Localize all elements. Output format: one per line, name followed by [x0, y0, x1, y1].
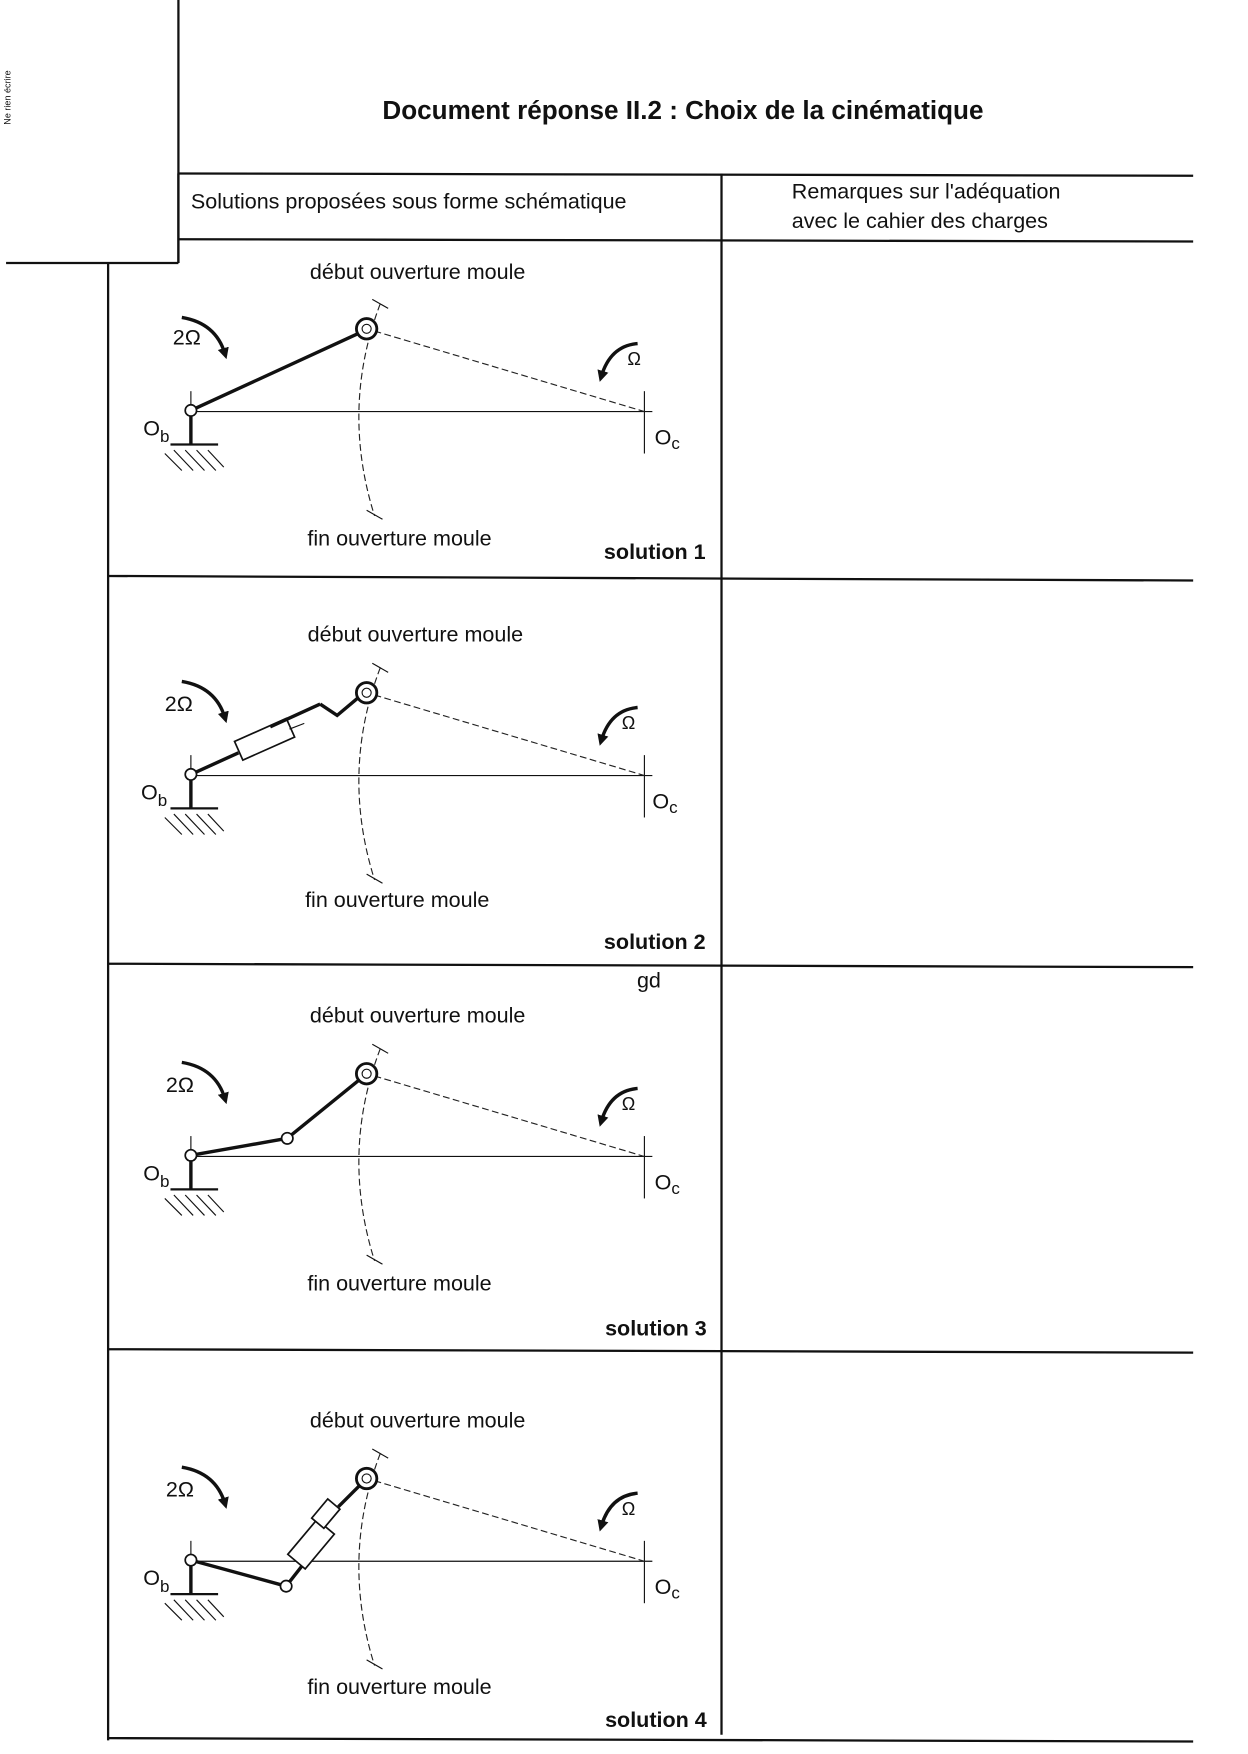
- omega-b-label: 2Ω: [173, 326, 201, 350]
- ob-label: Ob: [141, 780, 167, 810]
- solution-2-diagram: début ouverture moule fin ouverture moul…: [141, 623, 706, 954]
- crank-link: [190, 1136, 288, 1158]
- end-label: fin ouverture moule: [305, 888, 489, 912]
- start-label: début ouverture moule: [310, 1408, 525, 1432]
- oc-label: Oc: [655, 1170, 681, 1198]
- ob-label: Ob: [143, 416, 169, 446]
- oc-label: Oc: [652, 789, 678, 817]
- ob-label: Ob: [143, 1566, 169, 1596]
- omega-b-label: 2Ω: [166, 1073, 194, 1097]
- omega-c-label: Ω: [622, 1094, 636, 1114]
- column-header-solutions: Solutions proposées sous forme schématiq…: [191, 190, 627, 214]
- solution-3-diagram: début ouverture moule fin ouverture moul…: [143, 1004, 707, 1341]
- slider-link: [190, 695, 360, 776]
- remark-cell-solution-1[interactable]: [726, 245, 1191, 574]
- table-grid: [106, 172, 1194, 1743]
- crank-link: [190, 1558, 287, 1588]
- handwritten-annotation: gd: [637, 969, 661, 993]
- column-header-remarks: Remarques sur l'adéquation: [792, 179, 1061, 203]
- remark-cell-solution-3[interactable]: [726, 969, 1191, 1347]
- rod-link: [286, 1078, 361, 1140]
- end-label: fin ouverture moule: [307, 1271, 491, 1295]
- omega-b-label: 2Ω: [166, 1478, 194, 1502]
- omega-c-label: Ω: [627, 349, 641, 369]
- ob-label: Ob: [143, 1161, 169, 1191]
- solution-1-diagram: début ouverture moule fin ouverture moul…: [143, 260, 705, 564]
- column-header-remarks-line2: avec le cahier des charges: [792, 209, 1048, 233]
- end-label: fin ouverture moule: [307, 526, 491, 550]
- start-label: début ouverture moule: [310, 260, 525, 284]
- page-title: Document réponse II.2 : Choix de la ciné…: [382, 95, 983, 125]
- solution-label: solution 2: [604, 930, 706, 954]
- oc-label: Oc: [655, 1575, 681, 1603]
- end-label: fin ouverture moule: [307, 1675, 491, 1699]
- omega-c-label: Ω: [622, 713, 636, 733]
- solution-label: solution 1: [604, 540, 706, 564]
- slider-link: [284, 1484, 362, 1588]
- solution-4-diagram: début ouverture moule fin ouverture moul…: [143, 1408, 707, 1731]
- omega-c-label: Ω: [622, 1499, 636, 1519]
- margin-note: Ne rien écrire: [3, 70, 13, 124]
- crank-link: [190, 331, 360, 412]
- solution-label: solution 4: [605, 1708, 707, 1732]
- solution-label: solution 3: [605, 1317, 707, 1341]
- omega-b-label: 2Ω: [165, 692, 193, 716]
- remark-cell-solution-4[interactable]: [726, 1355, 1191, 1736]
- start-label: début ouverture moule: [308, 623, 523, 647]
- pivot-ob: [184, 403, 198, 417]
- start-label: début ouverture moule: [310, 1004, 525, 1028]
- remark-cell-solution-2[interactable]: [726, 583, 1191, 962]
- oc-label: Oc: [655, 425, 681, 453]
